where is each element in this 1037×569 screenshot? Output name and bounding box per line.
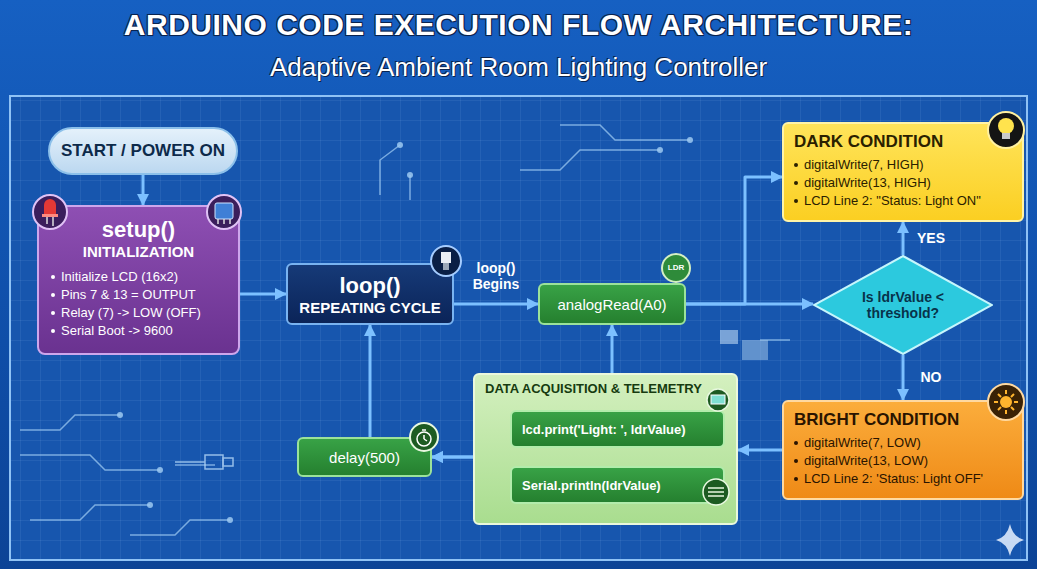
bullet-text: Serial Boot -> 9600	[61, 322, 173, 340]
icon-label: LDR	[662, 263, 690, 272]
bullet-text: LCD Line 2: "Status: Light ON"	[804, 192, 981, 210]
flow-arrow	[902, 355, 905, 400]
flow-arrow	[902, 222, 905, 255]
node-text: Serial.println(ldrValue)	[522, 478, 661, 493]
bullet-text: digitalWrite(13, HIGH)	[804, 174, 931, 192]
flow-arrow	[454, 303, 538, 306]
bullet-dot	[51, 275, 55, 279]
bullet-text: Initialize LCD (16x2)	[61, 268, 178, 286]
bullet-dot	[794, 163, 798, 167]
bullet-item: Pins 7 & 13 = OUTPUT	[51, 286, 226, 304]
decision-diamond: Is ldrValue < threshold?	[813, 255, 993, 355]
flow-arrow	[686, 177, 782, 304]
edge-label: YES	[913, 230, 949, 246]
bullet-dot	[51, 329, 55, 333]
bullet-item: LCD Line 2: 'Status: Light OFF'	[794, 470, 1012, 488]
dark-condition-box: DARK CONDITION digitalWrite(7, HIGH)digit…	[782, 122, 1024, 222]
bullet-dot	[794, 199, 798, 203]
bullet-dot	[51, 311, 55, 315]
bullet-dot	[794, 477, 798, 481]
edge-label: NO	[913, 369, 949, 385]
bullet-item: Relay (7) -> LOW (OFF)	[51, 304, 226, 322]
bullet-item: Initialize LCD (16x2)	[51, 268, 226, 286]
loop-box: loop()REPEATING CYCLE	[286, 263, 454, 325]
bullet-item: digitalWrite(13, LOW)	[794, 452, 1012, 470]
sparkle-watermark	[996, 524, 1024, 556]
start-terminal: START / POWER ON	[48, 127, 238, 175]
setup-box: setup()INITIALIZATION Initialize LCD (16x…	[37, 205, 240, 355]
node-heading: setup()	[51, 217, 226, 243]
flow-arrow	[142, 175, 145, 205]
bullet-dot	[794, 441, 798, 445]
process-box: delay(500)	[297, 437, 432, 477]
bullet-text: LCD Line 2: 'Status: Light OFF'	[804, 470, 983, 488]
node-heading: REPEATING CYCLE	[299, 299, 440, 316]
ldr-icon	[662, 254, 690, 282]
usb-cable-symbol	[175, 455, 233, 469]
node-text: DATA ACQUISITION & TELEMETRY	[485, 381, 726, 396]
circuit-traces	[20, 125, 790, 535]
process-box: Serial.println(ldrValue)	[510, 466, 725, 504]
blueprint-panel	[10, 96, 1027, 560]
node-text: lcd.print('Light: ', ldrValue)	[522, 422, 686, 437]
flow-arrow	[369, 325, 372, 437]
diamond-shape	[814, 256, 992, 354]
bullet-dot	[794, 181, 798, 185]
bullet-dot	[794, 459, 798, 463]
process-box: lcd.print('Light: ', ldrValue)	[510, 410, 725, 448]
bullet-dot	[51, 293, 55, 297]
bullet-text: Pins 7 & 13 = OUTPUT	[61, 286, 196, 304]
edge-label: loop() Begins	[458, 260, 534, 292]
flow-arrow	[611, 325, 614, 373]
node-text: analogRead(A0)	[557, 296, 666, 313]
telemetry-panel: DATA ACQUISITION & TELEMETRY lcd.print('L…	[473, 373, 738, 525]
bullet-text: digitalWrite(13, LOW)	[804, 452, 928, 470]
bullet-item: Serial Boot -> 9600	[51, 322, 226, 340]
node-heading: loop()	[339, 273, 400, 299]
bullet-text: digitalWrite(7, LOW)	[804, 434, 921, 452]
node-heading: DARK CONDITION	[794, 132, 1012, 152]
diagram-title: ARDUINO CODE EXECUTION FLOW ARCHITECTURE…	[0, 8, 1037, 42]
flow-arrow	[738, 449, 782, 452]
chip-symbol	[720, 330, 768, 360]
flow-arrow	[240, 293, 286, 296]
bullet-text: digitalWrite(7, HIGH)	[804, 156, 924, 174]
grid-pattern	[11, 97, 1026, 559]
node-heading: INITIALIZATION	[51, 243, 226, 260]
node-text: START / POWER ON	[61, 141, 225, 161]
node-text: Is ldrValue < threshold?	[847, 289, 959, 321]
bullet-item: digitalWrite(7, LOW)	[794, 434, 1012, 452]
bullet-item: digitalWrite(7, HIGH)	[794, 156, 1012, 174]
node-text: delay(500)	[329, 449, 400, 466]
bullet-item: LCD Line 2: "Status: Light ON"	[794, 192, 1012, 210]
bright-condition-box: BRIGHT CONDITION digitalWrite(7, LOW)digi…	[782, 400, 1024, 500]
process-box: analogRead(A0)	[538, 283, 686, 325]
diagram-subtitle: Adaptive Ambient Room Lighting Controlle…	[0, 52, 1037, 83]
bullet-text: Relay (7) -> LOW (OFF)	[61, 304, 201, 322]
node-heading: BRIGHT CONDITION	[794, 410, 1012, 430]
bullet-item: digitalWrite(13, HIGH)	[794, 174, 1012, 192]
